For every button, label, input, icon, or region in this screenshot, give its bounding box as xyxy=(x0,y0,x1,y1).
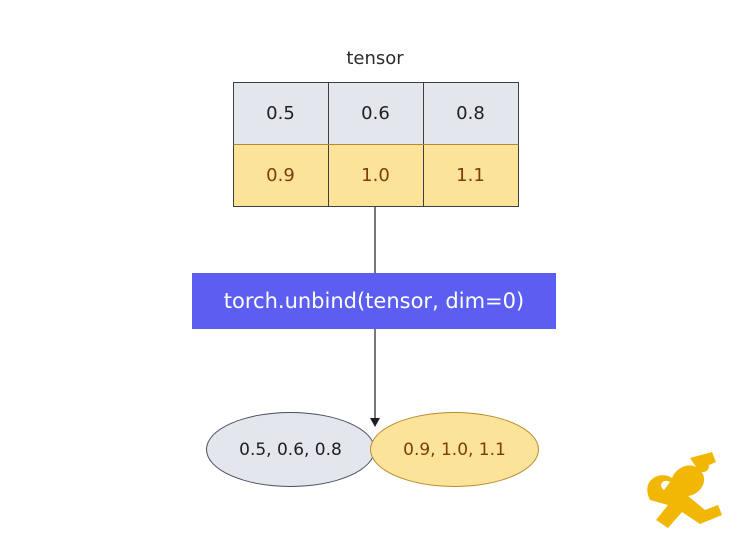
tensor-cell-r0-c2: 0.8 xyxy=(423,82,518,144)
output-tensor-row-0: 0.5, 0.6, 0.8 xyxy=(206,412,375,487)
tensor-cell-r1-c1: 1.0 xyxy=(328,144,423,206)
tensor-cell-r0-c1: 0.6 xyxy=(328,82,423,144)
output-tensor-row-1: 0.9, 1.0, 1.1 xyxy=(370,412,539,487)
tensor-cell-r1-c0: 0.9 xyxy=(233,144,328,206)
tensor-label: tensor xyxy=(346,48,404,69)
unbind-operation-box: torch.unbind(tensor, dim=0) xyxy=(192,273,556,329)
tensor-cell-r1-c2: 1.1 xyxy=(423,144,518,206)
arrow-head-icon xyxy=(370,418,380,427)
tensor-cell-r0-c0: 0.5 xyxy=(233,82,328,144)
